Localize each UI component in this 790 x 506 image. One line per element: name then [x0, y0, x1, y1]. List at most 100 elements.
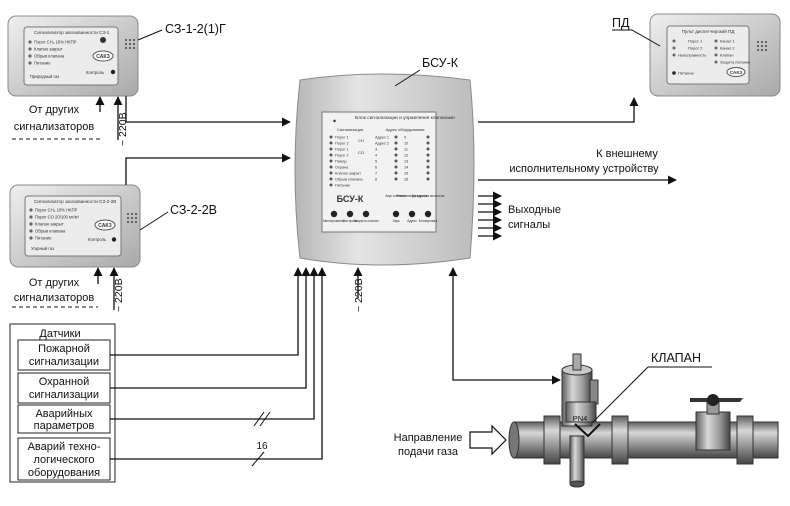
- device-bsu-right-header: Адрес оборудования: [386, 127, 425, 132]
- control-button-icon: [110, 69, 116, 75]
- device-sz12-indicator: [100, 37, 106, 43]
- bsu-button-label: Закрыть клапан: [354, 219, 379, 223]
- device-pd-label: ПД: [612, 16, 630, 30]
- wire-bsu-to-valve: [448, 267, 561, 385]
- speaker-grille-icon: [757, 41, 767, 51]
- bsu-address-row: 5: [375, 160, 377, 164]
- device-bsu-address-rows: Адрес 1 Адрес 2 3 4 5 6 7 8 9 10 11 12 1…: [375, 135, 430, 182]
- led-icon: [29, 215, 33, 219]
- control-button-icon: [111, 237, 117, 242]
- wire-emergency-to-bsu: [110, 267, 319, 420]
- device-bsu-label: БСУ-К: [422, 56, 459, 70]
- bsu-left-row: Порог 2: [335, 154, 349, 158]
- wires-sz22v: От других сигнализаторов ~ 220В: [12, 153, 291, 312]
- sensor-label: сигнализации: [29, 356, 99, 368]
- wires-sz12: От других сигнализаторов ~ 220В: [12, 96, 291, 146]
- device-pd-row-right: Защита питания: [720, 60, 750, 65]
- device-bsu-left-header: Сигнализация: [337, 127, 363, 132]
- device-sz12-row: Обрыв клапана: [34, 54, 65, 59]
- bsu-button-top-label: Звук отключен: [385, 194, 407, 198]
- wire-bsu-to-pd: [478, 97, 639, 123]
- device-sz12-row: Клапан закрыт: [34, 47, 63, 52]
- label-leader-sz22v: [139, 211, 169, 231]
- sensor-box-fire: [17, 339, 111, 371]
- device-pd-logo-text: САКЗ: [730, 70, 742, 75]
- led-icon: [28, 54, 32, 58]
- valve-connector: [589, 379, 599, 405]
- device-sz22v-footer-left: Угарный газ: [31, 246, 54, 251]
- bsu-button-icon: [392, 210, 400, 218]
- device-sz12-logo-text: САКЗ: [96, 54, 109, 60]
- valve-arrow-icon: [574, 423, 601, 438]
- wires-bsu-power-valve: ~ 220В: [353, 267, 561, 385]
- device-sz22v-rows: Порог CH₄ 10% НКПР Порог СО 20/100 мг/м³…: [29, 208, 79, 241]
- from-other-label-2: От других: [29, 277, 80, 289]
- power-led-icon: [672, 71, 676, 75]
- gas-direction-label: подачи газа: [398, 446, 459, 458]
- device-pd-row-right: Канал 1: [720, 39, 735, 44]
- device-sz22v-row: Порог CH₄ 10% НКПР: [35, 208, 78, 213]
- bsu-address-row-right: 16: [404, 178, 408, 182]
- device-sz12-panel: [23, 26, 119, 86]
- bsu-gas-label: CH: [358, 138, 364, 143]
- device-sz22v-footer-right: Контроль: [88, 237, 107, 242]
- device-pd-row-right: Клапан: [720, 53, 734, 58]
- wires-bsu-out: К внешнему исполнительному устройству Вы…: [478, 97, 677, 241]
- led-icon: [28, 47, 32, 51]
- wire-sz22v-to-bsu: [125, 153, 291, 185]
- bsu-gas-label: CO: [358, 150, 364, 155]
- bsu-button-icon: [362, 210, 370, 218]
- valve-label: КЛАПАН: [651, 351, 701, 365]
- bsu-button-icon: [346, 210, 354, 218]
- label-leader-valve: [591, 366, 649, 424]
- bsu-button-label: Блокировка: [419, 219, 438, 223]
- bus-slash: [253, 411, 265, 427]
- device-sz12-row: Питание: [34, 61, 51, 66]
- device-pd-row-right: Канал 2: [720, 46, 735, 51]
- wire-tech-to-bsu: [110, 267, 327, 460]
- device-pd-rows-left: Порог 1 Порог 2 Неисправность: [672, 39, 706, 58]
- sensor-label: оборудования: [28, 467, 100, 479]
- sensor-label: Охранной: [39, 376, 90, 388]
- device-pd-panel-title: Пульт диспетчерский ПД: [682, 28, 736, 34]
- sensor-label: логического: [33, 454, 94, 466]
- pipe-flange: [611, 415, 629, 465]
- valve-housing: [565, 401, 597, 423]
- gas-pipe: [508, 415, 779, 488]
- wire-sz12-to-bsu: [125, 96, 291, 127]
- device-bsu-brand: ◆: [333, 118, 337, 123]
- ball-valve: [690, 394, 743, 451]
- bsu-left-row: Обрыв клапана: [335, 178, 363, 182]
- bsu-address-row-right: 12: [404, 154, 408, 158]
- device-sz22v-row: Порог СО 20/100 мг/м³: [35, 215, 79, 220]
- led-icon: [29, 236, 33, 240]
- v220-label-1: ~ 220В: [117, 112, 129, 146]
- device-bsu-panel: [321, 111, 437, 233]
- gas-direction-arrow-icon: [469, 424, 507, 456]
- pipe-drop: [569, 435, 585, 485]
- from-other-label-1: От других: [29, 104, 80, 116]
- device-bsu-buttons-left: Квитирование Контроль Закрыть клапан: [323, 210, 379, 223]
- bsu-address-row: Адрес 1: [375, 136, 389, 140]
- wires-sensors: 16: [110, 267, 327, 467]
- pipe-end: [508, 421, 520, 459]
- led-icon: [672, 39, 676, 43]
- sensor-label: Пожарной: [38, 343, 90, 355]
- pipe-drop-end: [569, 480, 585, 488]
- bsu-button-icon: [330, 210, 338, 218]
- bsu-address-row: Адрес 2: [375, 142, 389, 146]
- sensor-box-tech: [17, 437, 111, 481]
- sensor-box-emergency: [17, 404, 111, 434]
- bsu-button-label: Квитирование: [323, 219, 345, 223]
- ball-valve-body: [695, 411, 731, 451]
- device-sz22v-row: Питание: [35, 236, 52, 241]
- solenoid-valve: PN4: [561, 353, 601, 438]
- device-pd: Пульт диспетчерский ПД Порог 1 Порог 2 Н…: [649, 13, 781, 97]
- bsu-address-row-right: 10: [404, 142, 408, 146]
- v220-label-2: ~ 220В: [113, 278, 125, 312]
- valve-stem: [572, 353, 582, 371]
- led-icon: [29, 208, 33, 212]
- device-pd-logo: [726, 67, 746, 77]
- device-sz12-panel-title: Сигнализатор загазованности СЗ-1: [34, 30, 110, 35]
- label-leader-bsu: [394, 69, 421, 87]
